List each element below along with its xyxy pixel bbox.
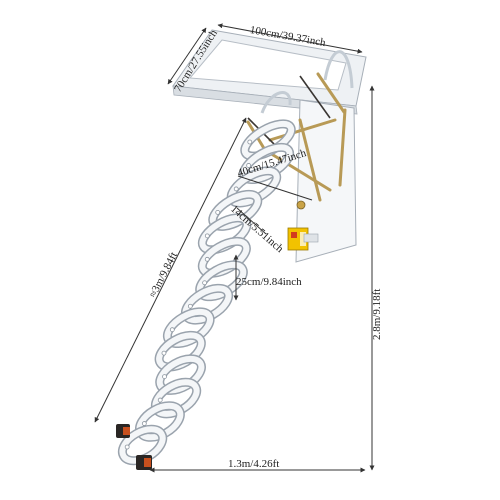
dim-line-step-depth: [236, 207, 267, 235]
hinge-bolt: [296, 200, 306, 210]
dimension-lines: [94, 23, 375, 473]
ladder-pivot-bolt: [247, 139, 253, 145]
ladder-pivot-bolt: [187, 303, 193, 309]
ladder-feet: [116, 424, 152, 470]
ladder-pivot-bolt: [141, 421, 147, 426]
ladder-pivot-bolt: [215, 209, 221, 215]
label-step-spacing: 25cm/9.84inch: [236, 276, 302, 288]
warning-label-mark: [291, 232, 297, 238]
ladder-pivot-bolt: [204, 256, 210, 262]
ladder-pivot-bolt: [233, 186, 239, 192]
left-foot: [116, 424, 130, 438]
dim-line-ladder-length: [94, 117, 247, 423]
label-base-reach: 1.3m/4.26ft: [228, 458, 280, 470]
dim-line-top-depth: [167, 27, 207, 85]
ladder-pivot-bolt: [169, 327, 175, 333]
ladder-pivot-bolt: [204, 233, 210, 239]
side-panel: [287, 99, 357, 263]
right-foot: [136, 455, 152, 470]
ladder-pivot-bolt: [157, 397, 163, 403]
dim-line-step-width: [237, 175, 313, 201]
label-total-height: 2.8m/9.18ft: [371, 288, 383, 340]
ladder-pivot-bolt: [124, 444, 130, 450]
latch-plate: [303, 233, 319, 243]
ladder-pivot-bolt: [202, 280, 208, 286]
ladder-pivot-bolt: [161, 350, 167, 356]
ladder-pivot-bolt: [162, 374, 167, 380]
dim-line-top-width: [217, 23, 363, 54]
warning-label-text: [300, 232, 306, 246]
ladder-pivot-bolt: [246, 163, 252, 168]
